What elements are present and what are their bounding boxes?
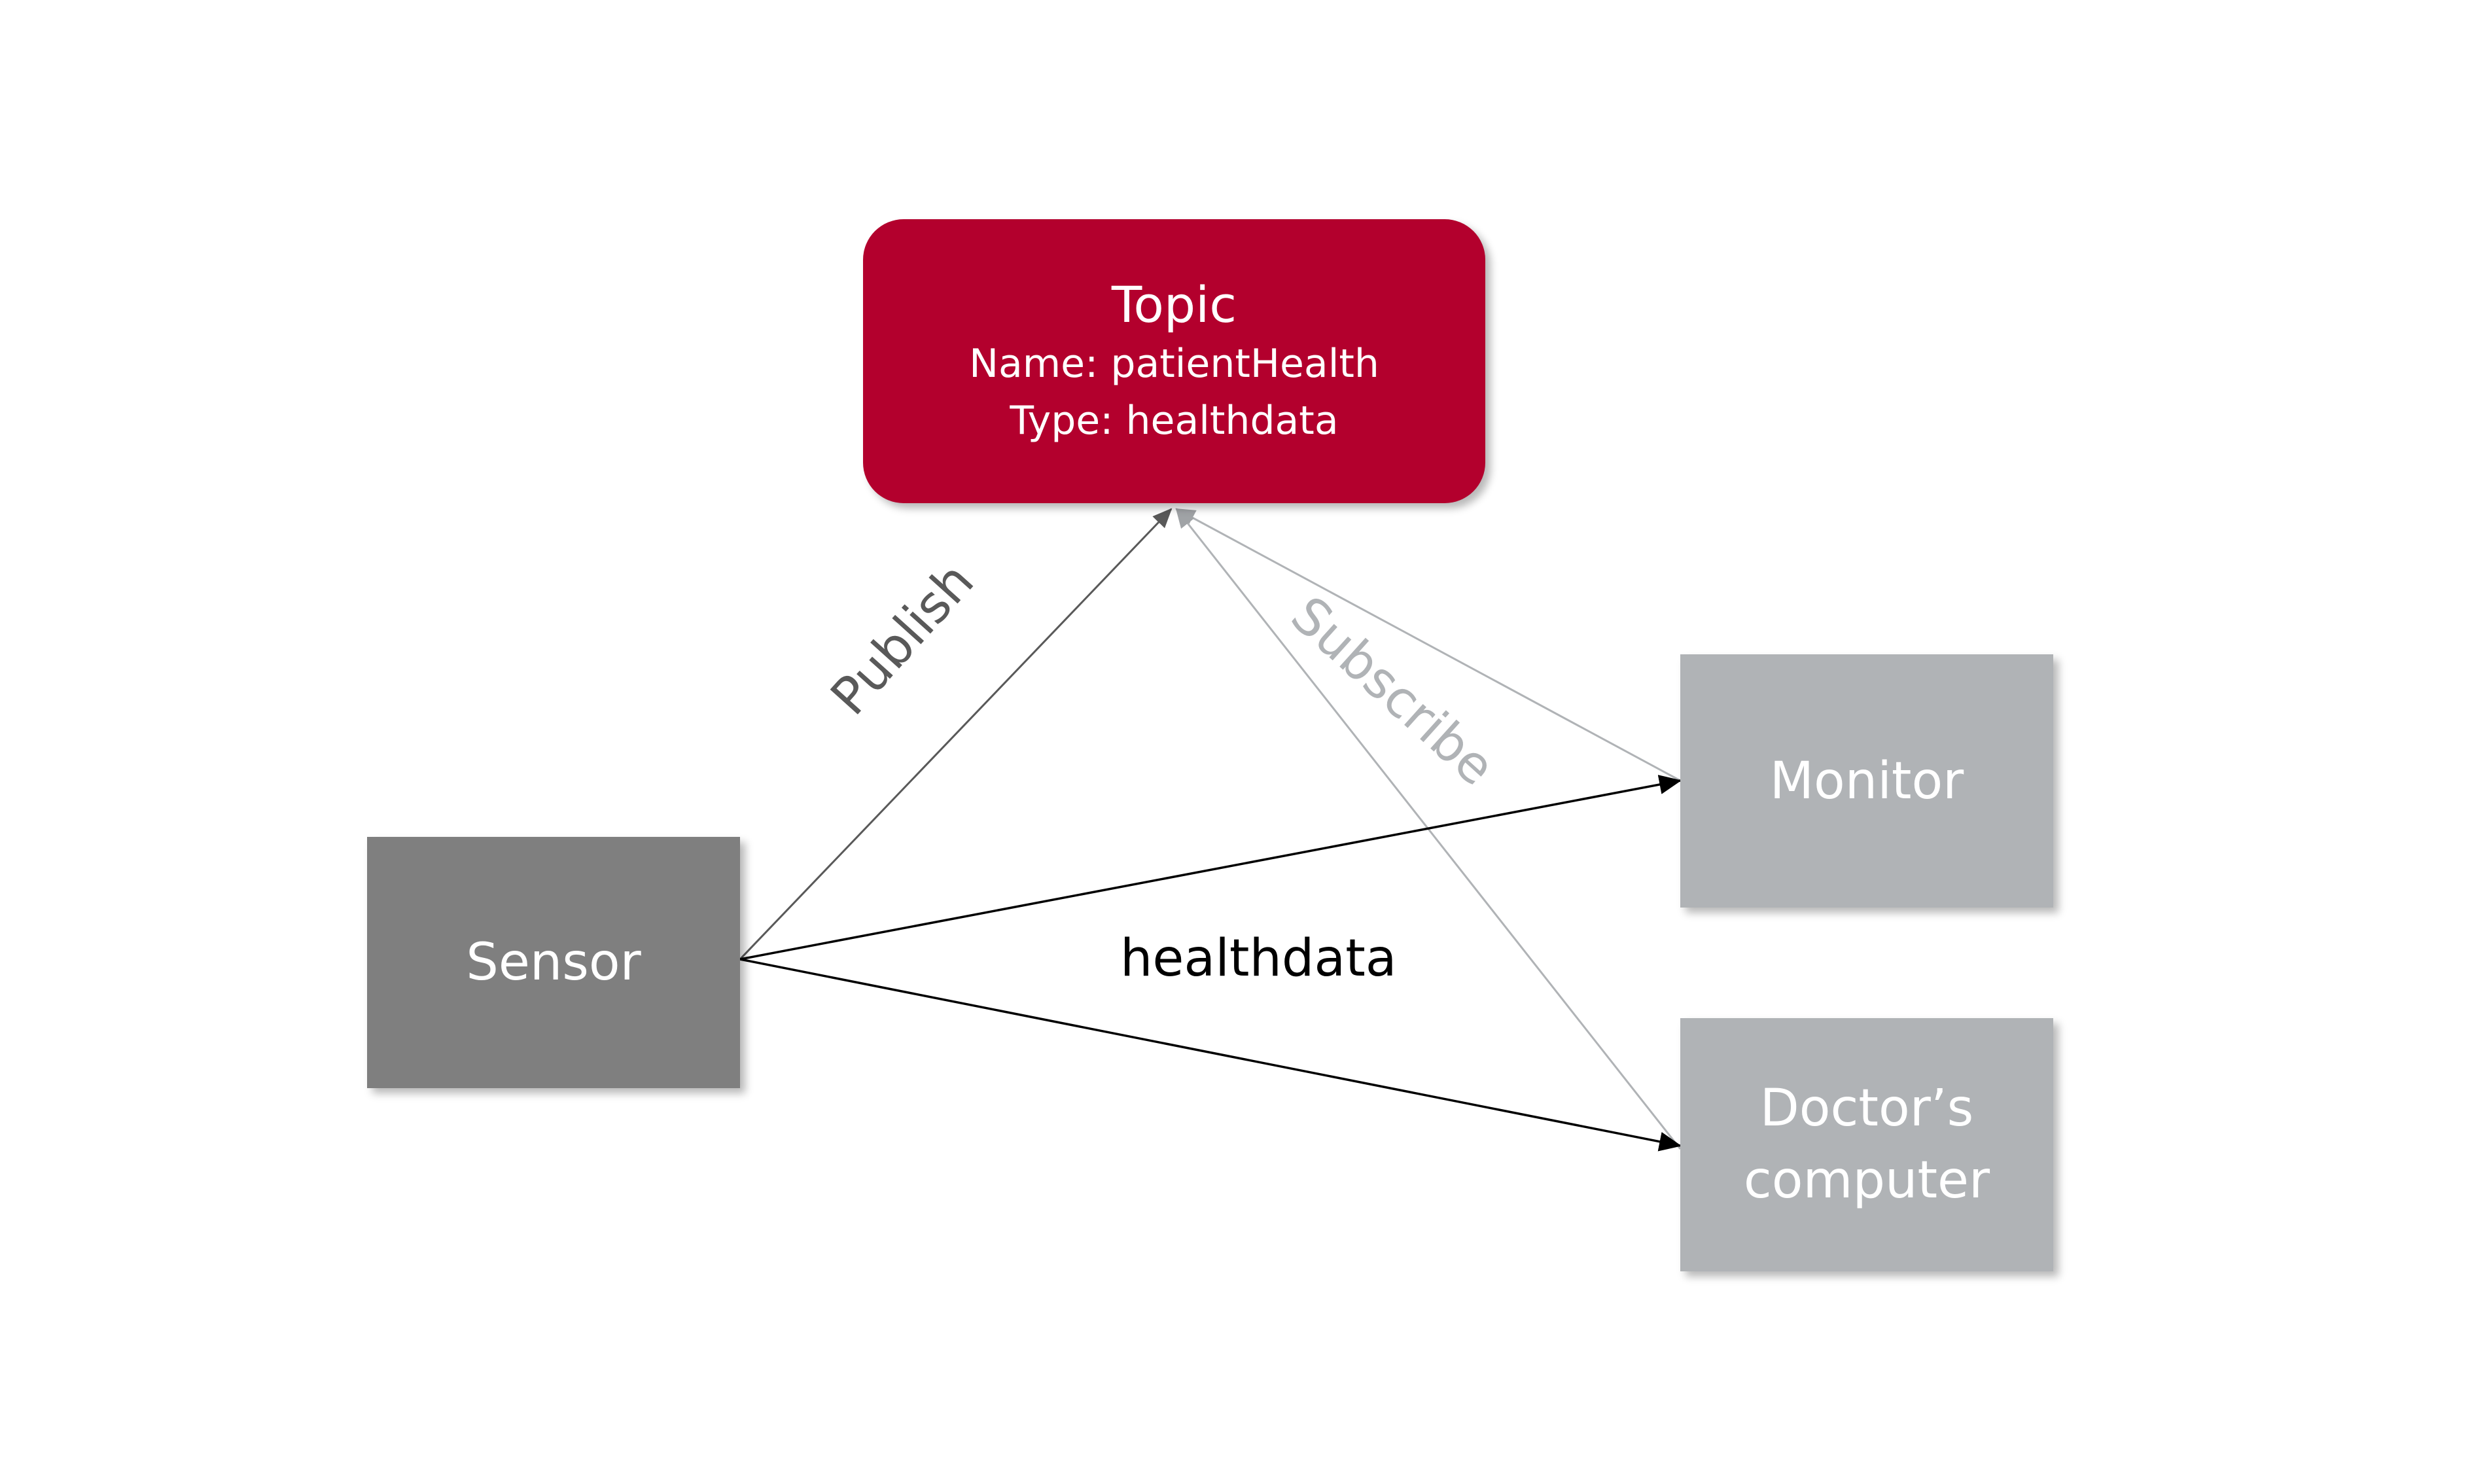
sensor-label: Sensor (466, 933, 641, 992)
healthdata-edge-monitor (739, 775, 1682, 961)
doctors-computer-node: Doctor’s computer (1680, 1018, 2053, 1271)
monitor-node: Monitor (1680, 654, 2053, 908)
sensor-node: Sensor (367, 837, 740, 1088)
healthdata-label: healthdata (1120, 929, 1397, 988)
publish-edge (739, 508, 1173, 961)
topic-name: Name: patientHealth (969, 340, 1379, 387)
topic-node: Topic Name: patientHealth Type: healthda… (863, 219, 1485, 503)
subscribe-edge-monitor (1175, 508, 1681, 782)
topic-type: Type: healthdata (1010, 397, 1339, 444)
monitor-label: Monitor (1769, 751, 1964, 811)
doctor-label-line2: computer (1743, 1150, 1990, 1210)
healthdata-edge-doctor (739, 958, 1682, 1152)
topic-title: Topic (1111, 275, 1237, 334)
doctor-label-line1: Doctor’s (1759, 1079, 1974, 1139)
